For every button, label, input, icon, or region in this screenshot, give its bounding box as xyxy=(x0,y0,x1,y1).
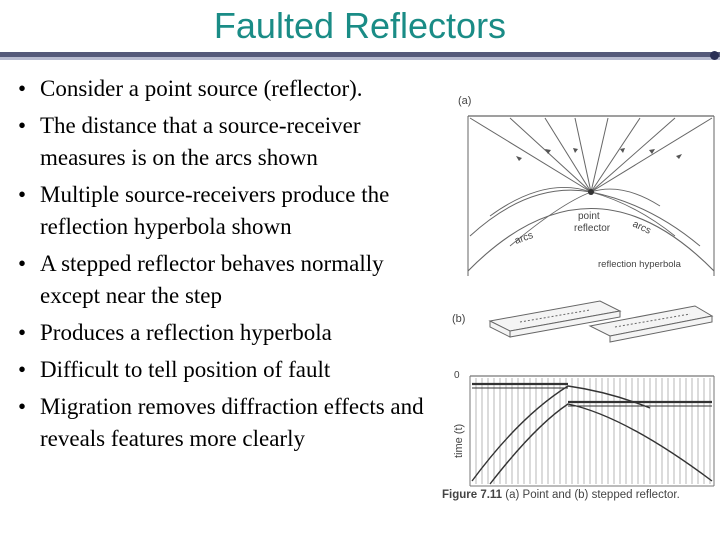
bullet-item: Migration removes diffraction effects an… xyxy=(18,391,448,455)
figure-illustration: (a) po xyxy=(442,95,715,501)
underline-end-dot xyxy=(710,51,719,60)
hyperbola-label: reflection hyperbola xyxy=(598,259,682,270)
caption-number: Figure 7.11 xyxy=(442,489,503,501)
zero-label: 0 xyxy=(454,370,460,381)
figure-caption: Figure 7.11 (a) Point and (b) stepped re… xyxy=(442,489,680,501)
bullet-item: Produces a reflection hyperbola xyxy=(18,317,448,349)
reflector-label: reflector xyxy=(574,223,611,234)
bullet-item: Consider a point source (reflector). xyxy=(18,73,448,105)
slide-title: Faulted Reflectors xyxy=(213,5,507,46)
seismic-section xyxy=(469,375,715,487)
caption-text: (a) Point and (b) stepped reflector. xyxy=(502,489,680,501)
arcs-label-right: arcs xyxy=(631,219,653,237)
bullet-item: The distance that a source-receiver meas… xyxy=(18,110,448,174)
point-reflector-dot xyxy=(588,189,594,195)
seismic-traces xyxy=(475,378,711,484)
arcs-label-left: arcs xyxy=(513,230,535,247)
panel-b-label: (b) xyxy=(452,313,465,325)
point-label: point xyxy=(578,211,600,222)
panel-a-label: (a) xyxy=(458,95,471,107)
panel-a-diagram xyxy=(467,115,715,276)
reflection-events xyxy=(471,382,713,485)
bullet-item: Multiple source-receivers produce the re… xyxy=(18,179,448,243)
title-underline xyxy=(0,52,720,57)
bullet-item: A stepped reflector behaves normally exc… xyxy=(18,248,448,312)
title-underline-shadow xyxy=(0,57,720,60)
textbook-figure: (a) po xyxy=(442,86,716,506)
bullet-list: Consider a point source (reflector). The… xyxy=(18,73,448,460)
stepped-reflector-block xyxy=(488,300,714,343)
bullet-item: Difficult to tell position of fault xyxy=(18,354,448,386)
time-axis-label: time (t) xyxy=(453,424,465,458)
